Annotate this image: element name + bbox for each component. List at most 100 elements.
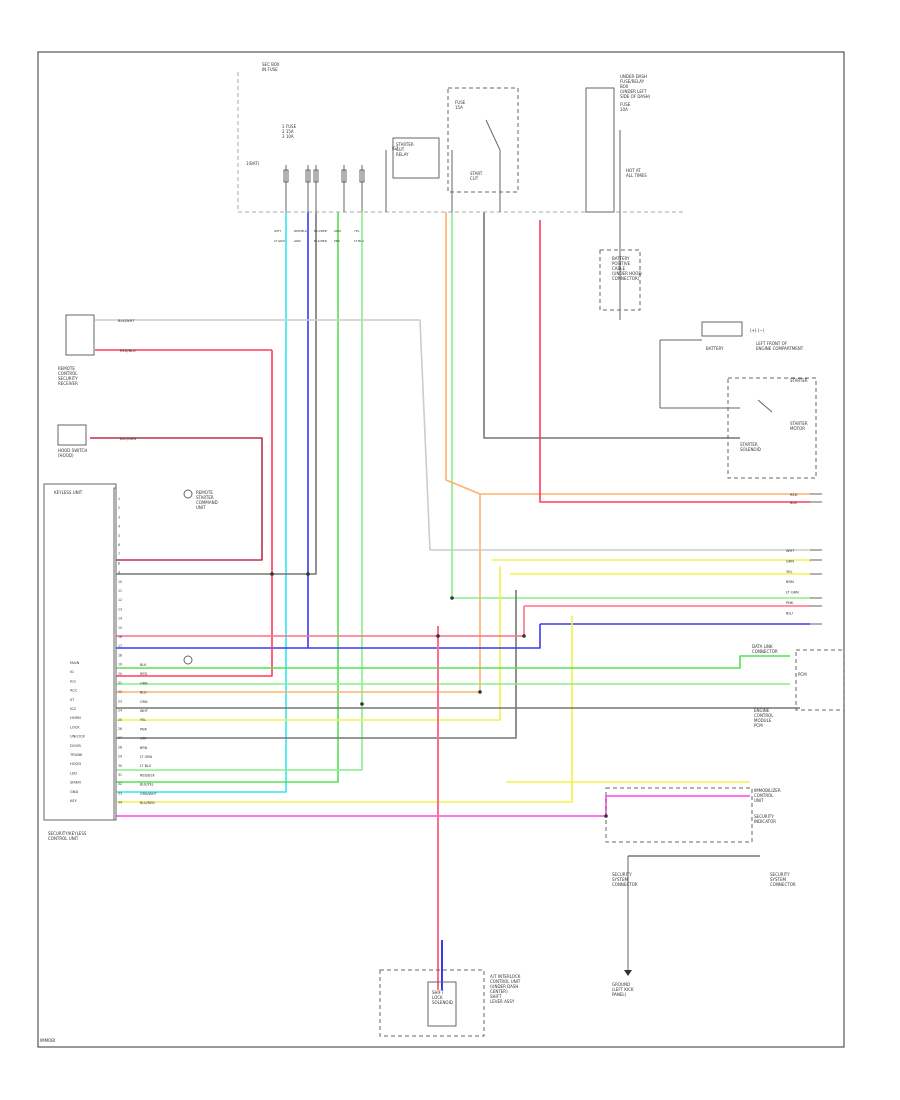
page-corner-label: IMMOBI <box>40 1038 55 1043</box>
module-pin-color: GRN <box>140 700 148 704</box>
splice-dot-4 <box>522 634 526 638</box>
right-conn-mid-label: WHT <box>786 549 795 553</box>
module-row-label: LOCK <box>70 725 80 729</box>
module-pin-color: WHT <box>140 709 149 713</box>
module-pin-number: 20 <box>118 672 122 676</box>
module-pin-color: ORN <box>140 681 148 685</box>
module-pin-number: 25 <box>118 718 122 722</box>
module-pin-color: RED <box>140 672 147 676</box>
module-row-label: TRUNK <box>69 753 83 757</box>
starter-contact <box>757 399 773 413</box>
wire-pink-module <box>116 606 525 637</box>
right-conn-mid-label: LT GRN <box>786 591 799 595</box>
module-pin-number: 22 <box>118 690 122 694</box>
fuse-icon <box>313 169 319 183</box>
wire-white-top <box>95 319 810 551</box>
module-pin-number: 15 <box>118 626 122 630</box>
battery-terminals: (+) (−) <box>750 328 765 333</box>
right-conn-mid-label: BRN <box>786 580 794 584</box>
wire-red-top <box>539 220 810 503</box>
module-pin-color: BRN <box>140 746 148 750</box>
wire-code-label: BLK/WHT <box>118 319 135 323</box>
ground-symbol <box>624 970 632 976</box>
module-pin-number: 21 <box>118 681 122 685</box>
module-pin-number: 33 <box>118 791 122 795</box>
right-conn-mid-label: BLU <box>786 611 793 615</box>
module-row-label: HORN <box>70 716 81 720</box>
battery-label: BATTERY <box>706 346 724 351</box>
module-row-label: LED <box>70 771 77 775</box>
wire-lightgreen-right <box>451 212 810 599</box>
splice-dot-5 <box>604 814 608 818</box>
fuse-icon <box>305 169 311 183</box>
splice-dot-0 <box>270 572 274 576</box>
wire-layer <box>90 212 811 990</box>
module-row-label: IG <box>70 670 74 674</box>
right-conn-mid-label: YEL <box>786 570 792 574</box>
module-pin-number: 17 <box>118 644 122 648</box>
wire-code-label: BLU/GRN <box>120 437 136 441</box>
module-pin-number: 8 <box>118 561 120 565</box>
module-pin-number: 1 <box>118 497 120 501</box>
starter-box <box>727 377 817 479</box>
module-row-label: DOOR <box>70 744 81 748</box>
fuse-icon <box>341 169 347 183</box>
module-pin-number: 26 <box>118 727 122 731</box>
wire-yellow-top <box>492 559 811 562</box>
fuse-icon <box>359 169 365 183</box>
wire-cyan <box>116 212 287 793</box>
module-pin-number: 18 <box>118 653 122 657</box>
wire-red-left <box>116 350 273 677</box>
module-pin-color: GRN/WHT <box>140 792 158 796</box>
module-pin-color: LT BLU <box>140 764 152 768</box>
wire-yellow-bottom <box>116 616 573 803</box>
splice-dot-2 <box>360 702 364 706</box>
top-block-pin-label: 1(BAT) <box>246 161 260 166</box>
remote-receiver-box <box>65 314 95 356</box>
wire-blue <box>116 212 309 649</box>
module-pin-number: 3 <box>118 515 120 519</box>
module-pin-number: 32 <box>118 782 122 786</box>
wire-orange-top <box>445 212 810 495</box>
module-pin-number: 12 <box>118 598 122 602</box>
module-pin-number: 29 <box>118 755 122 759</box>
module-pin-color: YEL <box>140 718 146 722</box>
module-pin-number: 4 <box>118 525 120 529</box>
remote-starter-icon <box>183 489 193 499</box>
module-pin-color: GRY <box>140 737 148 741</box>
right-conn-mid-label: GRN <box>786 559 794 563</box>
module-pin-number: 23 <box>118 699 122 703</box>
module-pin-number: 13 <box>118 607 122 611</box>
wire-gray-mid <box>116 590 517 739</box>
module-row-label: UNLOCK <box>70 735 86 739</box>
top-wire-code: WHT <box>274 229 281 233</box>
shift-lock-solenoid-box <box>427 981 457 1027</box>
wire-darkred-hood <box>90 437 263 561</box>
module-pin-color: BLK/YEL <box>140 783 154 787</box>
module-indicator-icon <box>183 655 193 665</box>
top-wire-code: ORN <box>334 229 341 233</box>
right-conn-top-label: RED <box>790 493 798 497</box>
data-link-box <box>795 649 845 711</box>
module-pin-color: LT GRN <box>140 755 153 759</box>
diagram-frame <box>37 51 845 1048</box>
module-pin-number: 5 <box>118 534 120 538</box>
hood-switch-box <box>57 424 87 446</box>
module-row-label: GND <box>70 790 78 794</box>
starter-title: STARTER <box>790 378 808 383</box>
module-pin-color: BLU/RED <box>140 801 155 805</box>
module-pin-number: 6 <box>118 543 120 547</box>
